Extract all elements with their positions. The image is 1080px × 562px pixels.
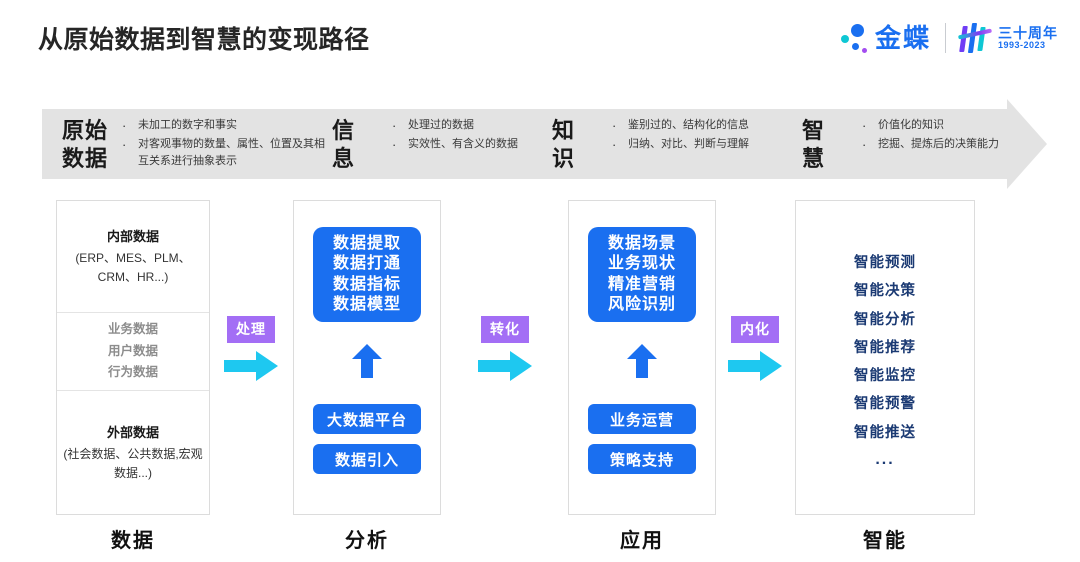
connector-internalize: 内化 <box>728 316 782 386</box>
column-analysis: 数据提取 数据打通 数据指标 数据模型 大数据平台 数据引入 <box>293 200 441 515</box>
banner-bullet-text: 挖掘、提炼后的决策能力 <box>878 138 999 150</box>
list-ellipsis: ... <box>875 450 895 468</box>
banner-stage-wisdom: 智 慧 · 价值化的知识 · 挖掘、提炼后的决策能力 <box>802 117 999 172</box>
data-external-section: 外部数据 (社会数据、公共数据,宏观数据...) <box>57 391 209 514</box>
banner-bullet-text: 未加工的数字和事实 <box>138 119 237 131</box>
intelligence-list: 智能预测 智能决策 智能分析 智能推荐 智能监控 智能预警 智能推送 ... <box>796 201 974 472</box>
banner-bullet-text: 处理过的数据 <box>408 119 474 131</box>
column-footer-intelligence: 智能 <box>863 530 907 552</box>
bullet-icon: · <box>862 137 867 152</box>
list-item: 智能预测 <box>854 255 916 271</box>
section-title: 内部数据 <box>106 229 159 245</box>
box-line: 精准营销 <box>607 275 676 293</box>
anniversary-mark-icon <box>957 21 993 55</box>
box-line: 业务现状 <box>607 255 676 273</box>
box-line: 数据打通 <box>332 255 401 273</box>
list-item: 用户数据 <box>107 343 158 358</box>
box-line: 风险识别 <box>607 295 676 313</box>
dikw-banner-arrow <box>42 99 1047 189</box>
logo-divider <box>945 23 946 53</box>
section-subtitle: (社会数据、公共数据,宏观数据...) <box>63 447 203 480</box>
application-pill-operations[interactable]: 业务运营 <box>588 404 696 434</box>
right-arrow-icon <box>224 351 278 386</box>
section-subtitle: (ERP、MES、PLM、CRM、HR...) <box>75 251 191 284</box>
banner-bullet-text: 归纳、对比、判断与理解 <box>628 138 749 150</box>
bullet-icon: · <box>392 137 397 152</box>
box-line: 数据场景 <box>607 234 676 252</box>
application-main-box[interactable]: 数据场景 业务现状 精准营销 风险识别 <box>588 227 696 322</box>
up-arrow-icon <box>569 344 715 378</box>
column-intelligence: 智能预测 智能决策 智能分析 智能推荐 智能监控 智能预警 智能推送 ... <box>795 200 975 515</box>
right-arrow-icon <box>478 351 532 386</box>
list-item: 智能推荐 <box>854 339 916 356</box>
banner-stage-information: 信 息 · 处理过的数据 · 实效性、有含义的数据 <box>332 117 518 172</box>
bullet-icon: · <box>122 137 127 152</box>
box-line: 数据提取 <box>332 234 401 252</box>
analysis-main-box[interactable]: 数据提取 数据打通 数据指标 数据模型 <box>313 227 421 322</box>
banner-stage-title: 知 识 <box>552 118 576 171</box>
box-line: 数据模型 <box>332 295 401 313</box>
list-item: 智能监控 <box>854 368 916 385</box>
column-application: 数据场景 业务现状 精准营销 风险识别 业务运营 策略支持 <box>568 200 716 515</box>
pill-label: 业务运营 <box>609 411 674 429</box>
banner-bullet-text: 鉴别过的、结构化的信息 <box>628 119 749 131</box>
column-data: 内部数据 (ERP、MES、PLM、CRM、HR...) 业务数据 用户数据 行… <box>56 200 210 515</box>
banner-stage-title: 信 息 <box>332 118 356 171</box>
dikw-banner-content: 原始 数据 · 未加工的数字和事实 · 对客观事物的数量、属性、位置及其相互关系… <box>42 99 1047 189</box>
banner-stage-title: 智 慧 <box>802 118 826 171</box>
application-pill-strategy[interactable]: 策略支持 <box>588 444 696 474</box>
data-internal-section: 内部数据 (ERP、MES、PLM、CRM、HR...) <box>57 201 209 313</box>
logo-brand-text: 金蝶 <box>874 23 931 53</box>
banner-stage-knowledge: 知 识 · 鉴别过的、结构化的信息 · 归纳、对比、判断与理解 <box>552 117 749 172</box>
banner-bullet-text: 实效性、有含义的数据 <box>408 138 518 150</box>
connector-label: 转化 <box>481 316 529 343</box>
anniversary-badge: 三十周年 1993-2023 <box>957 21 1058 55</box>
data-middle-section: 业务数据 用户数据 行为数据 <box>57 313 209 391</box>
banner-stage-raw-data: 原始 数据 · 未加工的数字和事实 · 对客观事物的数量、属性、位置及其相互关系… <box>62 117 328 172</box>
up-arrow-icon <box>294 344 440 378</box>
anniversary-label: 三十周年 <box>998 24 1058 41</box>
connector-transform: 转化 <box>478 316 532 386</box>
banner-bullet-text: 对客观事物的数量、属性、位置及其相互关系进行抽象表示 <box>138 138 325 167</box>
kingdee-logo: 金蝶 三十周年 1993-2023 <box>839 18 1058 58</box>
right-arrow-icon <box>728 351 782 386</box>
bullet-icon: · <box>612 137 617 152</box>
box-line: 数据指标 <box>332 275 401 293</box>
connector-label: 处理 <box>227 316 275 343</box>
connector-process: 处理 <box>224 316 278 386</box>
connector-label: 内化 <box>731 316 779 343</box>
pill-label: 大数据平台 <box>326 411 407 429</box>
page-title: 从原始数据到智慧的变现路径 <box>38 26 370 54</box>
column-footer-analysis: 分析 <box>345 530 389 552</box>
banner-stage-title: 原始 数据 <box>62 118 109 171</box>
column-footer-application: 应用 <box>620 530 664 552</box>
list-item: 智能分析 <box>854 311 916 328</box>
list-item: 行为数据 <box>107 365 158 380</box>
list-item: 智能预警 <box>854 396 916 413</box>
bullet-icon: · <box>392 118 397 133</box>
bullet-icon: · <box>862 118 867 133</box>
pill-label: 策略支持 <box>609 451 674 469</box>
column-footer-data: 数据 <box>111 530 155 552</box>
list-item: 业务数据 <box>107 321 158 336</box>
anniversary-years: 1993-2023 <box>998 39 1046 50</box>
logo-dots-icon <box>839 21 873 55</box>
bullet-icon: · <box>612 118 617 133</box>
analysis-pill-ingest[interactable]: 数据引入 <box>313 444 421 474</box>
section-title: 外部数据 <box>106 425 159 441</box>
list-item: 智能推送 <box>854 424 916 441</box>
list-item: 智能决策 <box>854 283 916 300</box>
bullet-icon: · <box>122 118 127 133</box>
banner-bullet-text: 价值化的知识 <box>878 119 944 131</box>
analysis-pill-platform[interactable]: 大数据平台 <box>313 404 421 434</box>
pill-label: 数据引入 <box>334 451 399 469</box>
